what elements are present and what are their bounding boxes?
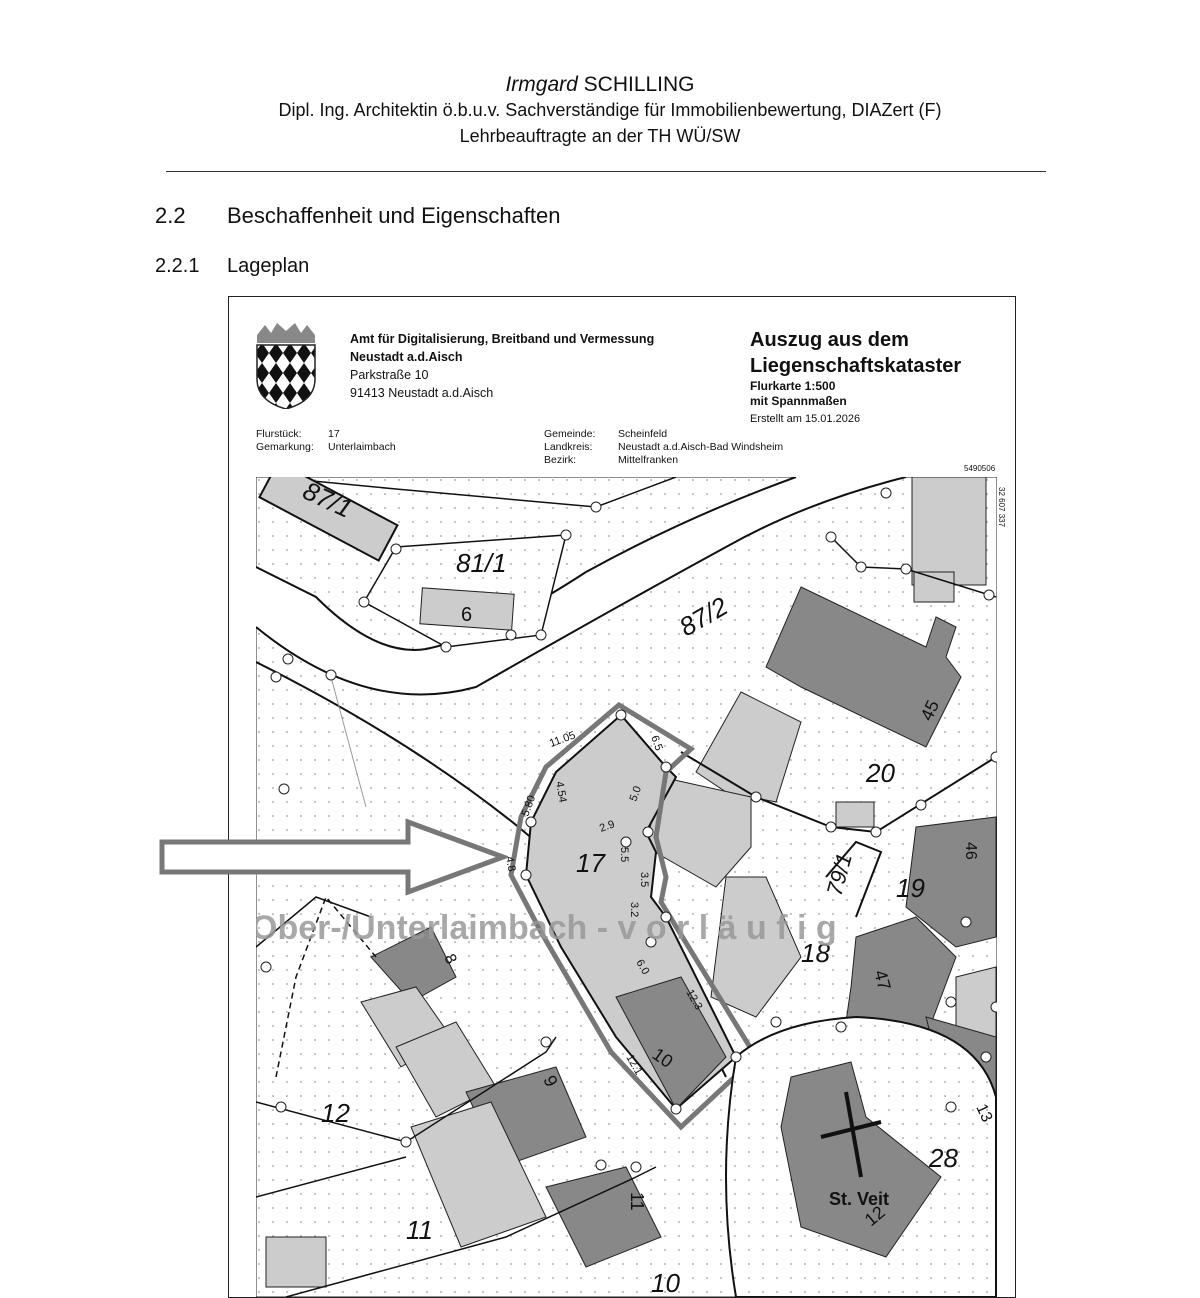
header-divider — [166, 171, 1046, 172]
office-title: Amt für Digitalisierung, Breitband und V… — [350, 332, 655, 346]
bavaria-crest-icon — [256, 323, 316, 409]
subsection-title: Lageplan — [227, 255, 310, 277]
flurstueck-value: 17 — [328, 428, 340, 440]
bezirk-value: Mittelfranken — [618, 454, 679, 466]
grid-coordinate-side: 32 607 337 — [997, 487, 1006, 528]
dimension-5-5: 5.5 — [618, 847, 630, 862]
author-first-name: Irmgard — [505, 73, 578, 96]
office-zip: 91413 Neustadt a.d.Aisch — [350, 386, 494, 400]
office-city: Neustadt a.d.Aisch — [350, 350, 463, 364]
parcel-19-label: 19 — [896, 873, 925, 903]
arrow-marker-icon — [159, 818, 508, 896]
extract-title-1: Auszug aus dem — [750, 329, 909, 351]
house-13-label: 13 — [972, 1102, 995, 1125]
dimension-4-54: 4.54 — [553, 780, 569, 803]
author-last-name: SCHILLING — [583, 73, 695, 96]
house-11-label: 11 — [627, 1192, 647, 1211]
extract-scale: Flurkarte 1:500 — [750, 379, 836, 393]
gemeinde-label: Gemeinde: — [544, 428, 596, 440]
gemarkung-label: Gemarkung: — [256, 441, 314, 453]
author-lectureship: Lehrbeauftragte an der TH WÜ/SW — [459, 126, 741, 146]
landkreis-label: Landkreis: — [544, 441, 593, 453]
gemeinde-value: Scheinfeld — [618, 428, 668, 440]
parcel-10-label: 10 — [651, 1268, 680, 1297]
extract-title-block: Auszug aus dem Liegenschaftskataster Flu… — [750, 327, 961, 425]
church-label: St. Veit — [829, 1189, 889, 1209]
subsection-heading: 2.2.1 Lageplan — [155, 255, 309, 278]
cadastral-extract: Amt für Digitalisierung, Breitband und V… — [228, 296, 1016, 1298]
parcel-17-label: 17 — [576, 848, 606, 878]
landkreis-value: Neustadt a.d.Aisch-Bad Windsheim — [618, 441, 784, 453]
cadastral-map: 87/1 81/1 6 87/2 17 20 45 19 79/1 46 18 … — [256, 477, 997, 1297]
dimension-3-5: 3.5 — [638, 872, 650, 887]
parcel-12-label: 12 — [321, 1098, 350, 1128]
office-street: Parkstraße 10 — [350, 368, 429, 382]
map-watermark: Ober-/Unterlaimbach - v o r l ä u f i g — [256, 909, 837, 947]
extract-created-date: Erstellt am 15.01.2026 — [750, 413, 861, 425]
parcel-11-label: 11 — [406, 1215, 433, 1245]
issuing-office: Amt für Digitalisierung, Breitband und V… — [350, 330, 654, 402]
section-number: 2.2 — [155, 203, 186, 228]
dimension-3-2: 3.2 — [628, 902, 640, 917]
dimension-4-8: 4.8 — [503, 855, 517, 872]
author-credentials: Dipl. Ing. Architektin ö.b.u.v. Sachvers… — [278, 100, 942, 120]
parcel-meta: Flurstück: 17 Gemarkung: Unterlaimbach — [256, 428, 396, 454]
dimension-5-0: 5.0 — [628, 785, 645, 803]
dimension-6-5: 6.5 — [648, 734, 665, 752]
extract-title-2: Liegenschaftskataster — [750, 355, 962, 377]
parcel-20-label: 20 — [865, 758, 895, 788]
parcel-28-label: 28 — [928, 1143, 958, 1173]
admin-meta: Gemeinde: Scheinfeld Landkreis: Neustadt a… — [544, 428, 783, 467]
extract-dimensions: mit Spannmaßen — [750, 394, 847, 408]
subsection-number: 2.2.1 — [155, 255, 200, 277]
flurstueck-label: Flurstück: — [256, 428, 302, 440]
grid-coordinate-top: 5490506 — [964, 464, 996, 473]
house-46-label: 46 — [962, 842, 979, 860]
author-name: Irmgard SCHILLING — [0, 73, 1200, 97]
parcel-81-1-label: 81/1 — [456, 548, 507, 578]
dimension-2-9: 2.9 — [598, 818, 616, 835]
section-title: Beschaffenheit und Eigenschaften — [227, 203, 561, 228]
house-6a-label: 6 — [461, 604, 472, 626]
section-heading: 2.2 Beschaffenheit und Eigenschaften — [155, 203, 561, 229]
gemarkung-value: Unterlaimbach — [328, 441, 396, 453]
bezirk-label: Bezirk: — [544, 454, 577, 466]
parcel-18-label: 18 — [801, 938, 830, 968]
